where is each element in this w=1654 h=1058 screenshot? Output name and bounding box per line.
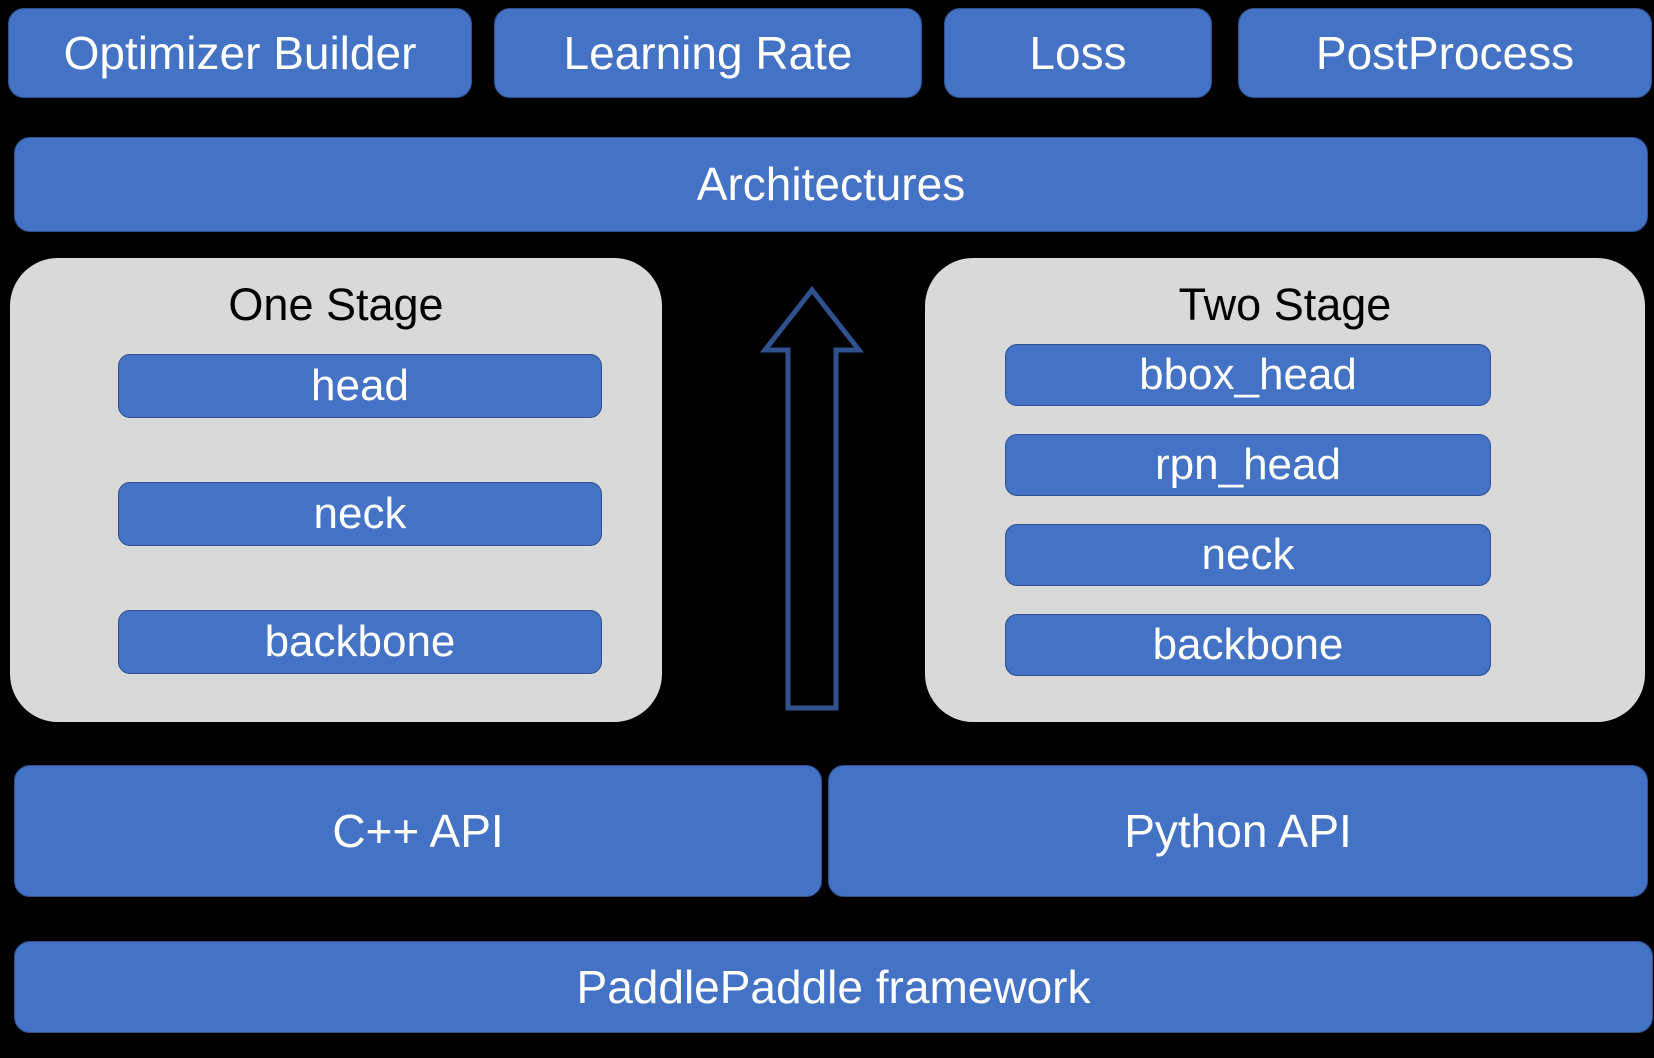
component-box-bbox-head[interactable]: bbox_head [1005,344,1491,406]
stage-title-two-stage: Two Stage [1178,279,1392,330]
module-label: Loss [1029,26,1127,79]
architectures-label: Architectures [696,158,966,211]
api-bar-python[interactable]: Python API [828,765,1648,897]
component-box-neck[interactable]: neck [1005,524,1491,586]
module-box-optimizer-builder[interactable]: Optimizer Builder [8,8,472,98]
module-label: Optimizer Builder [63,26,417,79]
component-label: neck [1201,529,1295,579]
component-label: bbox_head [1139,349,1357,399]
component-label: neck [313,488,407,538]
module-label: PostProcess [1315,26,1575,79]
component-box-neck[interactable]: neck [118,482,602,546]
component-box-backbone[interactable]: backbone [118,610,602,674]
up-arrow-outline [760,285,864,711]
component-box-backbone[interactable]: backbone [1005,614,1491,676]
framework-bar[interactable]: PaddlePaddle framework [14,941,1653,1033]
architectures-bar[interactable]: Architectures [14,137,1648,232]
component-label: rpn_head [1155,439,1341,489]
api-label: C++ API [332,804,504,857]
stage-panel-one-stage: One Stage head neck backbone [10,258,662,722]
api-label: Python API [1124,804,1352,857]
stage-title-one-stage: One Stage [228,279,444,330]
component-label: head [311,360,409,410]
api-bar-cpp[interactable]: C++ API [14,765,822,897]
component-box-head[interactable]: head [118,354,602,418]
module-box-learning-rate[interactable]: Learning Rate [494,8,922,98]
component-box-rpn-head[interactable]: rpn_head [1005,434,1491,496]
stage-panel-two-stage: Two Stage bbox_head rpn_head neck backbo… [925,258,1645,722]
module-label: Learning Rate [563,26,853,79]
up-arrow-icon [760,285,864,711]
module-box-loss[interactable]: Loss [944,8,1212,98]
framework-label: PaddlePaddle framework [576,960,1091,1013]
component-label: backbone [264,616,456,666]
component-label: backbone [1152,619,1344,669]
module-box-postprocess[interactable]: PostProcess [1238,8,1652,98]
